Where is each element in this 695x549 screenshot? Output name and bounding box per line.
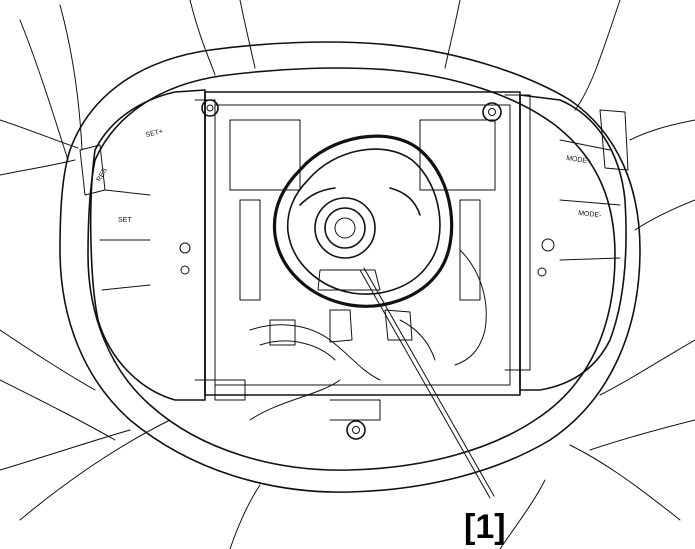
steering-wheel-rim: [59, 41, 641, 493]
label-mode-down: MODE-: [578, 210, 603, 219]
left-switch-module: [79, 89, 206, 401]
bolt-top-left: [201, 99, 219, 117]
clock-spring-hub: [314, 197, 376, 259]
callout-leader-line: [359, 269, 491, 499]
label-set: SET: [118, 217, 132, 224]
label-mode-up: MODE+: [566, 155, 592, 165]
right-switch-module: [519, 94, 629, 391]
callout-label: [1]: [464, 508, 506, 546]
label-res: RES: [96, 167, 109, 183]
bolt-bottom: [346, 420, 366, 440]
clock-spring: [272, 134, 454, 308]
mounting-bolts: [179, 99, 555, 440]
mounting-frame: [194, 91, 531, 396]
label-set-plus: SET+: [145, 128, 164, 139]
wiring-harness: [214, 249, 487, 421]
switch-labels: SET+ RES SET MODE+ MODE-: [96, 128, 603, 224]
bolt-top-right: [482, 102, 502, 122]
